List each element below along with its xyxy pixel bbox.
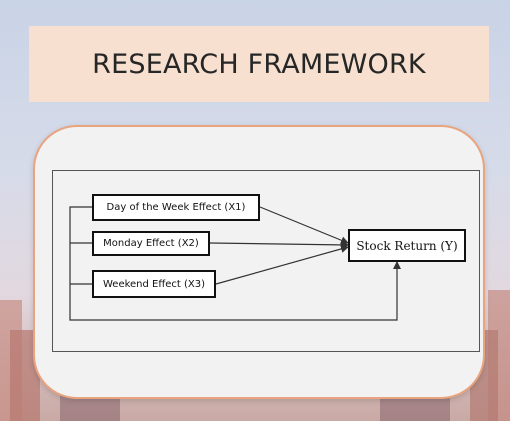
dependent-variable-box: Stock Return (Y) xyxy=(348,229,466,262)
diagram-frame xyxy=(52,170,480,352)
title-banner: RESEARCH FRAMEWORK xyxy=(29,26,489,102)
left-bracket-line xyxy=(69,206,401,321)
variable-label-x3: Weekend Effect (X3) xyxy=(102,278,206,290)
variable-box-x1: Day of the Week Effect (X1) xyxy=(92,194,260,221)
arrow-x1-to-y xyxy=(259,206,349,245)
variable-label-x2: Monday Effect (X2) xyxy=(103,238,199,249)
arrow-x3-to-y xyxy=(215,245,349,285)
arrow-x2-to-y xyxy=(209,240,349,249)
dependent-variable-label: Stock Return (Y) xyxy=(356,238,458,253)
variable-box-x3: Weekend Effect (X3) xyxy=(92,270,216,298)
slide-title: RESEARCH FRAMEWORK xyxy=(92,48,426,80)
variable-box-x2: Monday Effect (X2) xyxy=(92,231,210,256)
variable-label-x1: Day of the Week Effect (X1) xyxy=(106,202,246,213)
